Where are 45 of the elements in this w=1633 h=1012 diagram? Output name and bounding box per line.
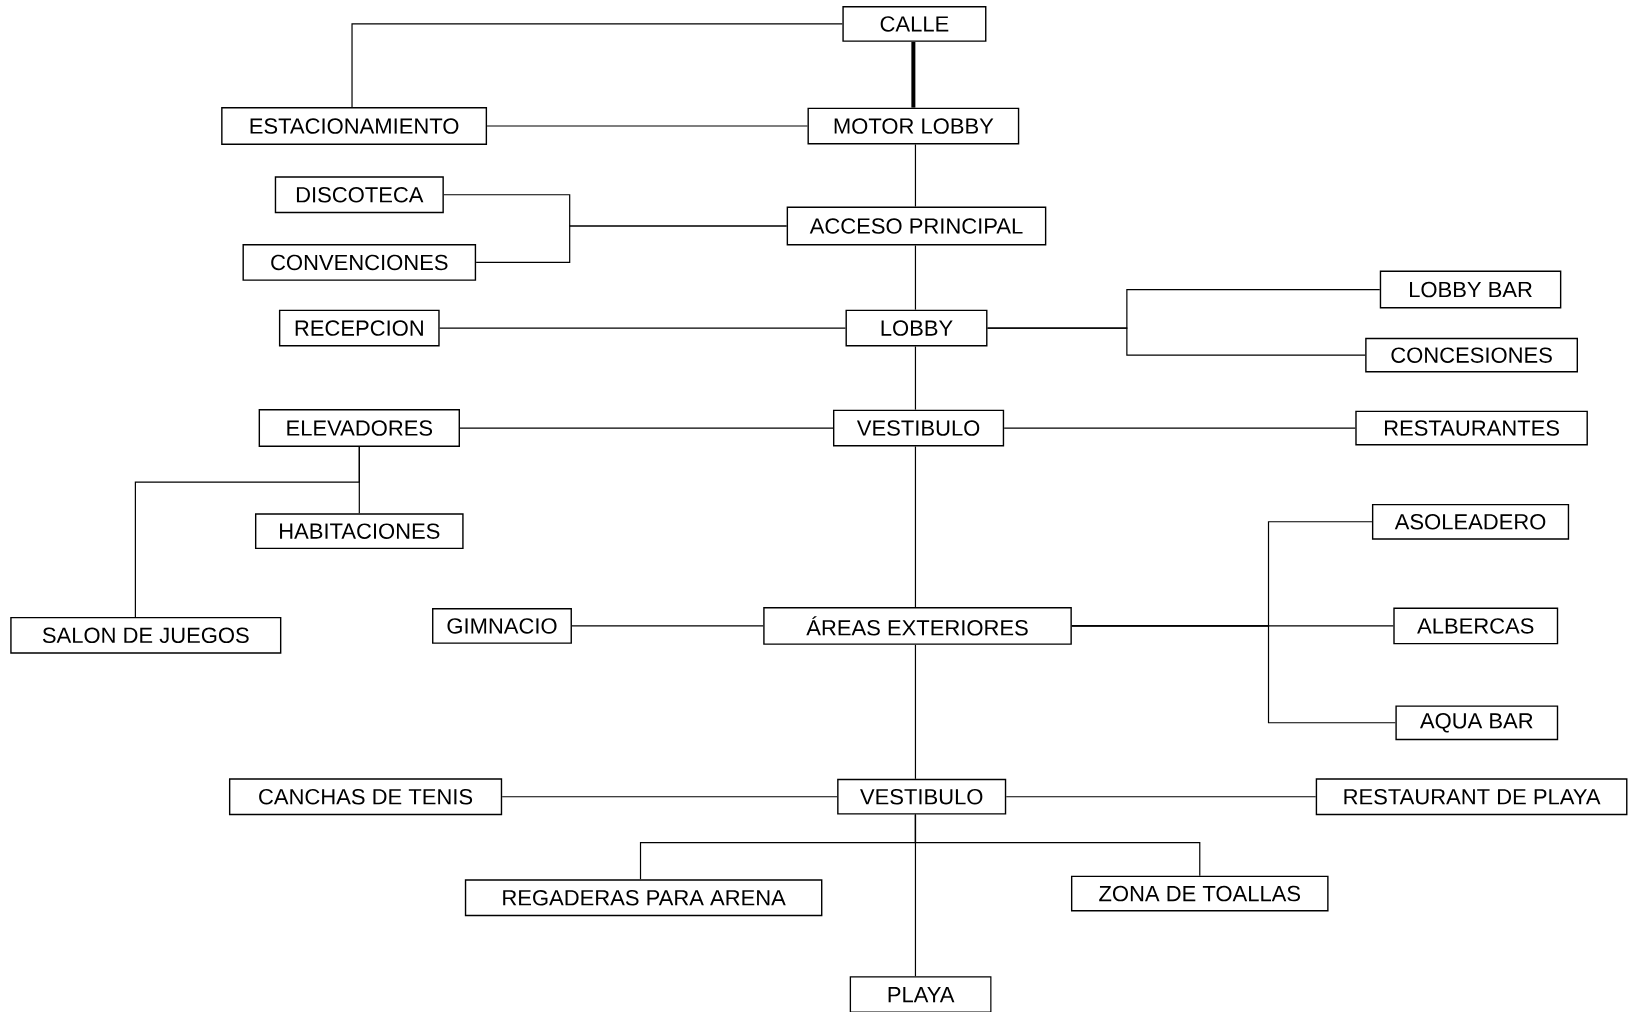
place-box: LOBBY BAR [1379, 270, 1562, 309]
place-box: MOTOR LOBBY [807, 107, 1020, 145]
connector-line [1071, 625, 1396, 724]
place-box: ACCESO PRINCIPAL [786, 206, 1047, 246]
connector-line [439, 327, 847, 329]
connector-line [1005, 796, 1317, 798]
place-box: ELEVADORES [258, 409, 460, 447]
place-box: SALON DE JUEGOS [10, 616, 282, 654]
connector-line [914, 445, 917, 608]
place-box: RESTAURANTES [1355, 410, 1588, 446]
place-box: CONCESIONES [1365, 337, 1578, 373]
place-box: GIMNACIO [432, 607, 572, 644]
place-box: CONVENCIONES [242, 243, 477, 281]
connector-line [986, 327, 1366, 356]
connector-line [914, 644, 917, 780]
place-box: CANCHAS DE TENIS [228, 778, 503, 815]
connector-line [1003, 427, 1356, 429]
place-box: DISCOTECA [274, 176, 444, 213]
connector-line [914, 345, 917, 411]
connector-line [914, 813, 917, 977]
connector-line [459, 427, 834, 429]
place-box: AQUA BAR [1395, 705, 1559, 740]
place-box: ESTACIONAMIENTO [221, 106, 488, 145]
place-box: VESTIBULO [837, 778, 1007, 815]
place-box: LOBBY [845, 309, 988, 347]
place-box: CALLE [842, 5, 987, 42]
place-box: ZONA DE TOALLAS [1070, 875, 1329, 912]
place-box: ALBERCAS [1393, 607, 1559, 645]
connector-line [501, 796, 838, 798]
connector-line [914, 244, 917, 311]
connector-line [134, 446, 360, 618]
connector-line [351, 23, 843, 108]
place-box: REGADERAS PARA ARENA [464, 879, 823, 916]
place-box: RECEPCION [278, 309, 440, 347]
connector-line [571, 625, 764, 627]
connector-line [475, 225, 788, 263]
place-box: HABITACIONES [255, 513, 464, 549]
place-box: ASOLEADERO [1371, 503, 1570, 540]
connector-line [486, 125, 809, 127]
place-box: ÁREAS EXTERIORES [763, 606, 1072, 645]
place-box: RESTAURANT DE PLAYA [1315, 778, 1628, 815]
connector-line [911, 41, 916, 108]
place-box: PLAYA [849, 976, 992, 1012]
connector-line [914, 143, 917, 207]
place-box: VESTIBULO [833, 409, 1005, 447]
